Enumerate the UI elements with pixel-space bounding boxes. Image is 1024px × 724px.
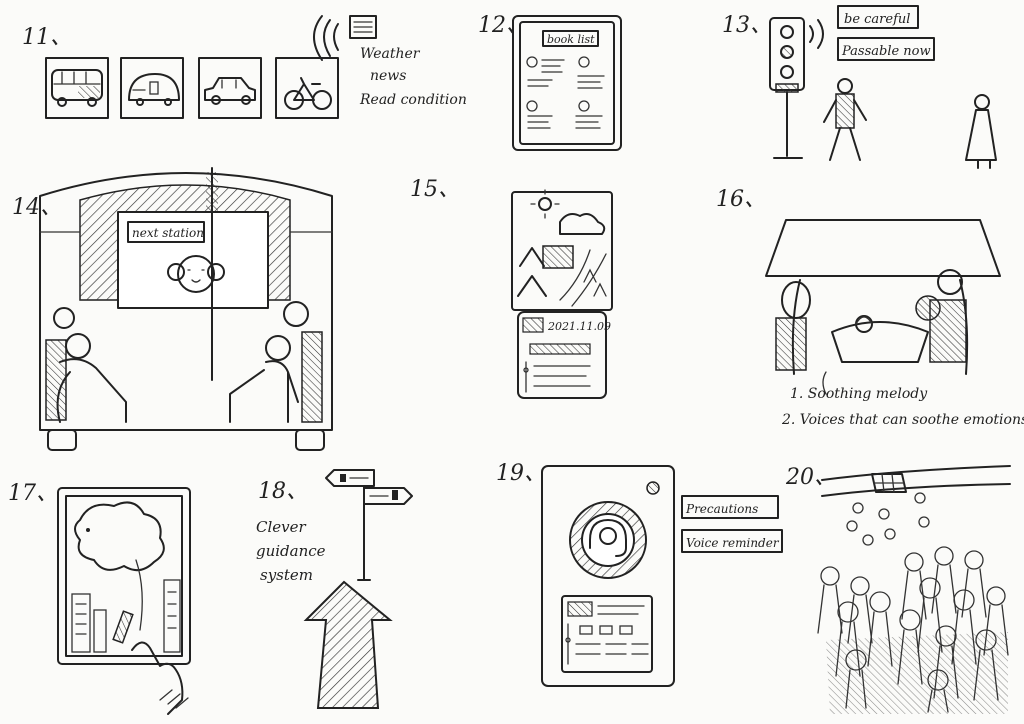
caption-system: system (260, 566, 313, 584)
panel-number: 15、 (410, 177, 460, 202)
caption-precautions: Precautions (685, 502, 758, 516)
voice-assistant-icon (569, 501, 647, 579)
solar-panel-icon (871, 473, 907, 493)
falling-flowers (846, 492, 930, 546)
panel-11: 11、 (22, 15, 467, 119)
caption-voice-reminder: Voice reminder (686, 536, 780, 550)
panel-15: 15、 2021.11.09 (410, 177, 613, 399)
panel-20: 20、 (785, 465, 1011, 714)
signpost-icon (325, 469, 413, 581)
caption-next-station: next station (132, 226, 204, 240)
city-buildings (71, 579, 181, 653)
passenger-left (775, 281, 811, 371)
panel-number: 11、 (22, 25, 72, 50)
book-list-items (526, 56, 605, 129)
dog-mascot-icon (167, 255, 225, 293)
caption-road-condition: Read condition (359, 92, 467, 108)
landscape-screen (511, 191, 613, 311)
caption-date: 2021.11.09 (547, 320, 611, 333)
caption-soothing-melody: 1. Soothing melody (790, 386, 928, 402)
passengers-right (229, 301, 323, 423)
panel-number: 17、 (8, 481, 58, 506)
car-icon (198, 57, 262, 119)
caption-be-careful: be careful (844, 12, 910, 27)
tram-icon (120, 57, 184, 119)
tram-body-outline (39, 172, 333, 431)
driver-right (915, 269, 967, 363)
crowd-of-people (817, 546, 1009, 714)
caption-soothing-voices: 2. Voices that can soothe emotions. (781, 412, 1024, 428)
caption-clever: Clever (256, 518, 307, 536)
panel-17: 17、 (8, 481, 191, 715)
panel-number: 18、 (258, 479, 308, 504)
info-card (561, 595, 653, 673)
dashboard-assistant-icon (831, 315, 929, 363)
panel-19: 19、 Precautions Voice reminder (496, 461, 783, 687)
traffic-light-icon (769, 17, 824, 159)
tablet-frame (512, 15, 622, 151)
pedestrian-man (823, 78, 867, 161)
landscape-illustration (517, 189, 607, 307)
touch-screen (57, 487, 191, 665)
passengers-left (45, 307, 127, 423)
broadcast-device-icon (313, 15, 377, 61)
panel-13: 13、 be careful Passable now (722, 5, 997, 169)
panel-number: 14、 (12, 195, 62, 220)
date-card (517, 311, 607, 399)
panel-number: 16、 (716, 187, 766, 212)
caption-guidance: guidance (256, 542, 326, 560)
panel-number: 13、 (722, 13, 772, 38)
pedestrian-woman (965, 94, 997, 169)
bicycle-icon (275, 57, 339, 119)
caption-passable-now: Passable now (841, 44, 931, 59)
caption-weather: Weather (360, 46, 421, 62)
hand-with-brush-icon (112, 610, 189, 715)
panel-number: 19、 (496, 461, 546, 486)
dog-drawing (74, 501, 165, 631)
panel-18: 18、 Clever guidance system (256, 469, 413, 709)
panel-12: 12、 book list (478, 13, 622, 151)
direction-arrow-icon (303, 580, 393, 709)
panel-16: 16、 1. Soothing melody 2. Voices that ca… (716, 187, 1024, 428)
caption-news: news (370, 68, 406, 84)
windshield (765, 219, 1001, 277)
caption-book-list: book list (547, 33, 595, 46)
bus-icon (45, 57, 109, 119)
panel-14: 14、 next station (12, 167, 333, 451)
kiosk-device (541, 465, 675, 687)
panel-number: 20、 (785, 465, 836, 490)
